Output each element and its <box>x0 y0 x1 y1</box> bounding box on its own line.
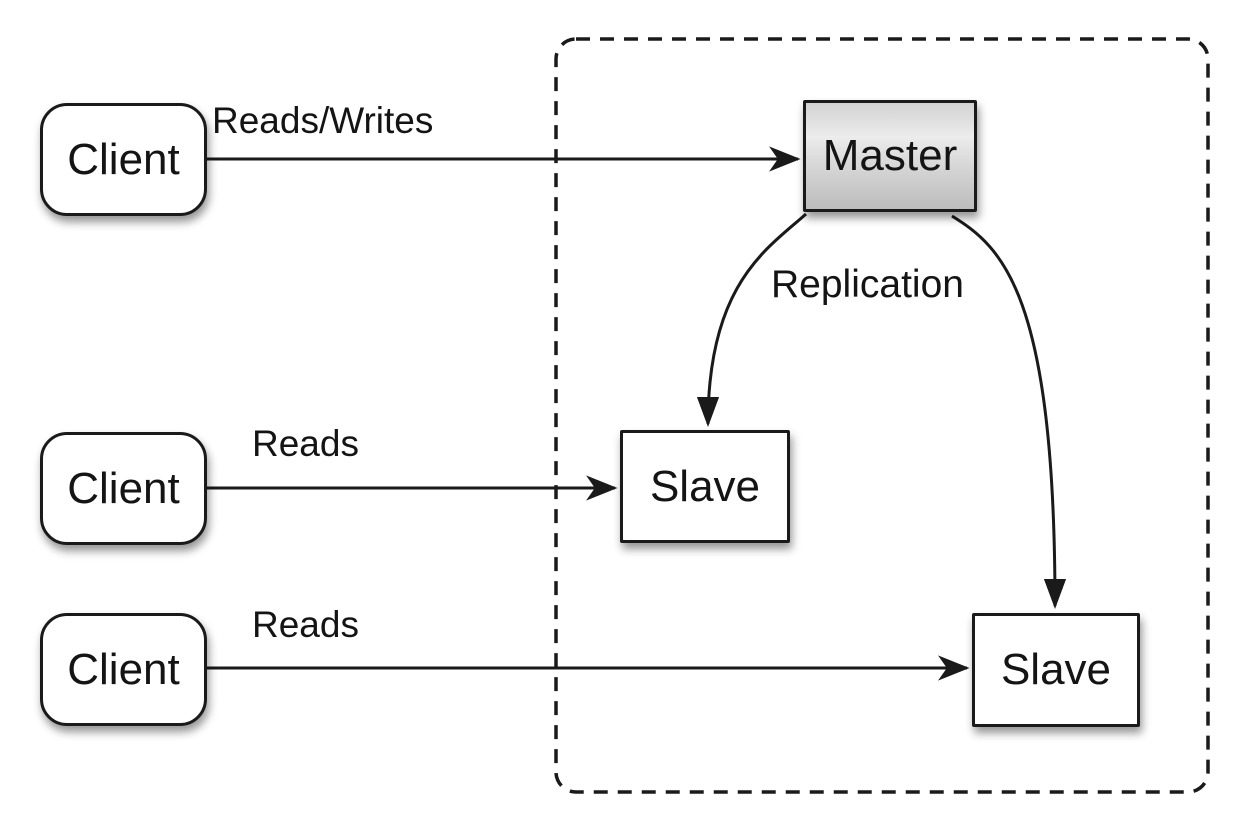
edge-replication-left-arrow <box>696 212 807 427</box>
node-slave-left: Slave <box>620 430 790 543</box>
edge-label-reads-bottom: Reads <box>252 604 359 645</box>
node-client-middle: Client <box>40 432 207 545</box>
edge-label-reads-writes: Reads/Writes <box>212 100 434 141</box>
node-client-top-label: Client <box>67 134 180 184</box>
replication-cluster-border <box>554 37 1210 794</box>
edge-label-reads-middle: Reads <box>252 423 359 464</box>
node-client-bottom-label: Client <box>67 644 180 694</box>
node-client-top: Client <box>40 103 207 216</box>
node-client-bottom: Client <box>40 613 207 726</box>
edge-label-replication: Replication <box>771 263 964 306</box>
node-client-middle-label: Client <box>67 463 180 513</box>
node-slave-right-label: Slave <box>1000 645 1112 694</box>
node-master-label: Master <box>822 131 958 180</box>
node-master: Master <box>803 100 977 212</box>
edge-replication-right-arrow <box>951 214 1067 609</box>
node-slave-left-label: Slave <box>649 461 761 511</box>
node-slave-right: Slave <box>972 613 1140 727</box>
